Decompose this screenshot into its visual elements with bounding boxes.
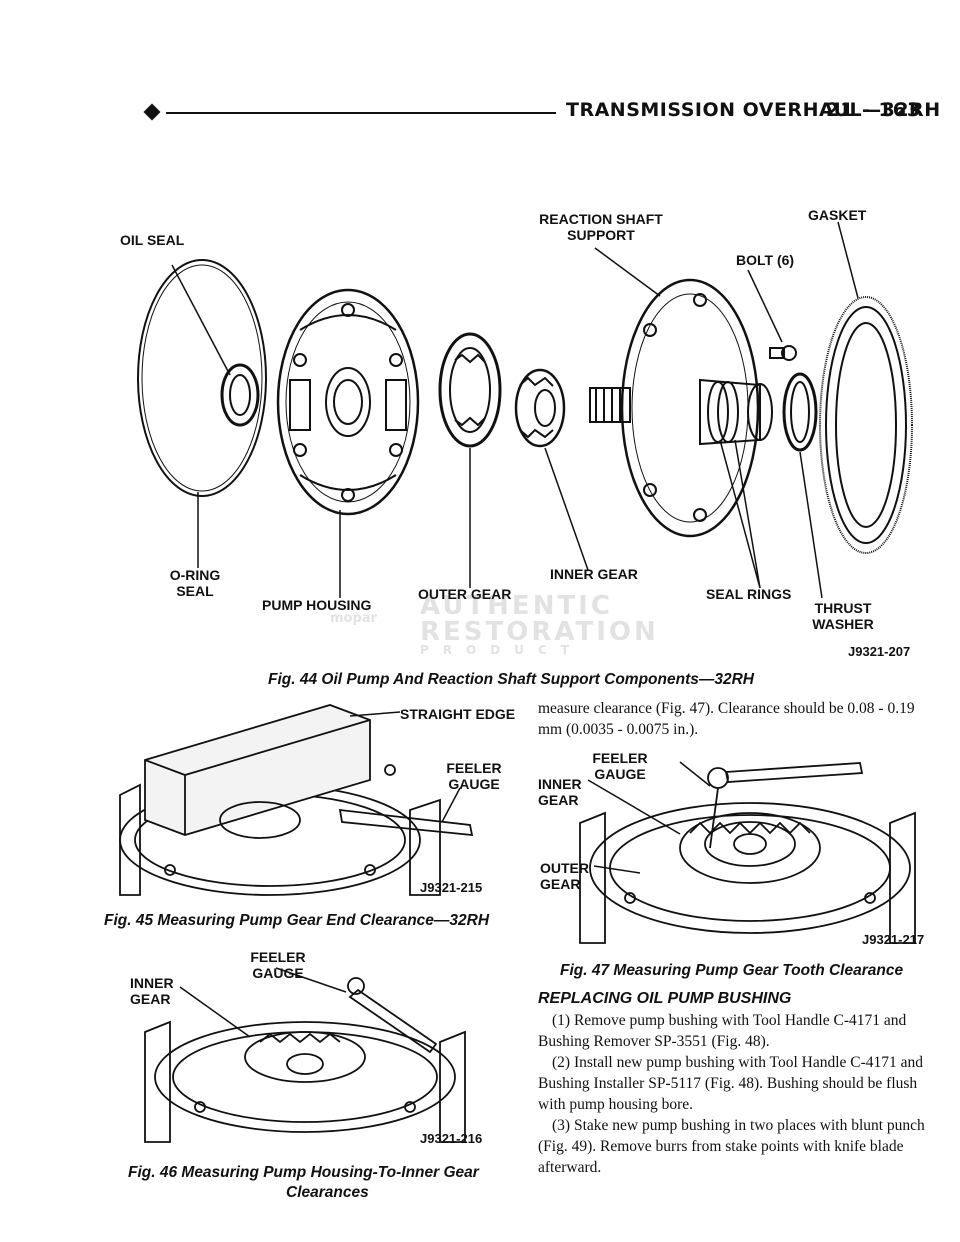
label-o-ring-seal: O-RING SEAL <box>169 567 221 599</box>
label-feeler-gauge-45: FEELER GAUGE <box>446 760 502 792</box>
steps-list: (1) Remove pump bushing with Tool Handle… <box>538 1010 936 1178</box>
figure-44-illustration <box>137 221 913 599</box>
label-thrust-washer: THRUST WASHER <box>812 600 874 632</box>
figure-45-illustration <box>119 704 474 896</box>
figure-47-illustration <box>579 761 916 944</box>
figure-45-id: J9321-215 <box>420 880 483 895</box>
watermark-line1: AUTHENTIC <box>420 591 613 621</box>
watermark-brand: mopar <box>330 611 377 626</box>
figure-47-id: J9321-217 <box>862 932 925 947</box>
step-2: (2) Install new pump bushing with Tool H… <box>538 1054 924 1113</box>
figure-46-illustration <box>144 967 466 1143</box>
label-pump-housing: PUMP HOUSING <box>262 597 372 613</box>
label-oil-seal: OIL SEAL <box>120 232 185 248</box>
step-3: (3) Stake new pump bushing in two places… <box>538 1117 925 1176</box>
figure-44-caption: Fig. 44 Oil Pump And Reaction Shaft Supp… <box>268 671 754 688</box>
section-title: REPLACING OIL PUMP BUSHING <box>538 990 792 1007</box>
watermark-line3: PRODUCT <box>420 643 583 657</box>
figure-47-caption: Fig. 47 Measuring Pump Gear Tooth Cleara… <box>560 962 904 979</box>
label-seal-rings: SEAL RINGS <box>706 586 792 602</box>
label-outer-gear: OUTER GEAR <box>418 586 512 602</box>
label-feeler-gauge-46: FEELER GAUGE <box>250 949 306 981</box>
label-inner-gear-46: INNER GEAR <box>130 975 174 1007</box>
watermark-line2: RESTORATION <box>420 617 659 647</box>
page-number: 21 - 163 <box>826 99 922 121</box>
label-inner-gear-47: INNER GEAR <box>538 776 582 808</box>
label-gasket: GASKET <box>808 207 867 223</box>
figure-45-caption: Fig. 45 Measuring Pump Gear End Clearanc… <box>104 912 490 929</box>
header-rule <box>166 112 556 114</box>
label-inner-gear: INNER GEAR <box>550 566 638 582</box>
figure-46-caption-line2: Clearances <box>286 1184 369 1201</box>
intro-paragraph: measure clearance (Fig. 47). Clearance s… <box>538 700 915 738</box>
label-outer-gear-47: OUTER GEAR <box>540 860 589 892</box>
figure-44-id: J9321-207 <box>848 644 911 659</box>
label-straight-edge: STRAIGHT EDGE <box>400 706 516 722</box>
label-feeler-gauge-47: FEELER GAUGE <box>592 750 648 782</box>
figure-46-caption-line1: Fig. 46 Measuring Pump Housing-To-Inner … <box>128 1164 479 1181</box>
label-bolt: BOLT (6) <box>736 252 795 268</box>
step-1: (1) Remove pump bushing with Tool Handle… <box>538 1012 907 1050</box>
page-title: TRANSMISSION OVERHAUL—32RH <box>566 99 941 121</box>
watermark: mopar AUTHENTIC RESTORATION PRODUCT <box>330 591 660 657</box>
figure-46-id: J9321-216 <box>420 1131 483 1146</box>
label-reaction-shaft-support: REACTION SHAFT SUPPORT <box>539 211 663 243</box>
